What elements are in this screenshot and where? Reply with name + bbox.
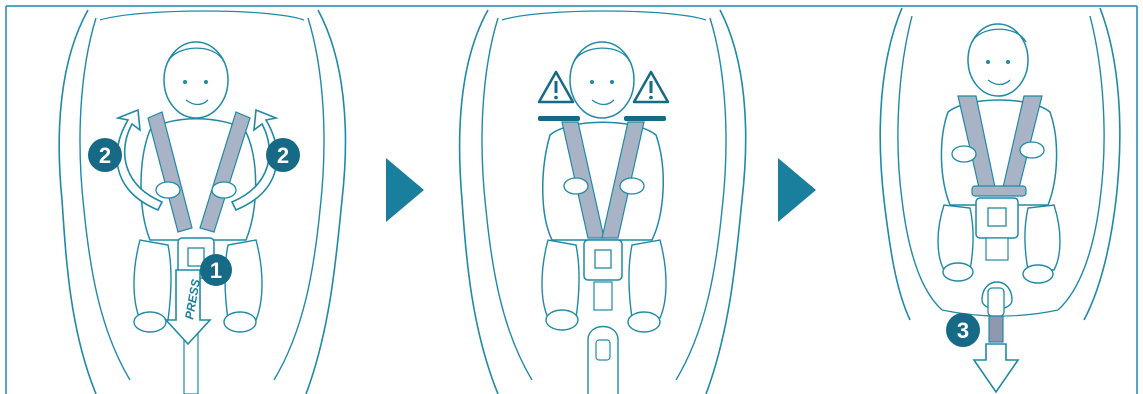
step-badge-2-right: 2 xyxy=(266,138,300,172)
next-arrow-2 xyxy=(778,158,816,222)
child-head xyxy=(164,42,228,118)
step-badge-2-left: 2 xyxy=(88,138,122,172)
next-arrow-1 xyxy=(386,158,424,222)
child-body xyxy=(543,122,664,240)
svg-text:1: 1 xyxy=(210,258,222,283)
pull-arrow xyxy=(974,344,1018,392)
svg-text:2: 2 xyxy=(277,143,289,168)
svg-text:3: 3 xyxy=(957,318,969,343)
child-head xyxy=(570,42,634,118)
pull-strap xyxy=(989,316,1003,342)
panel-2 xyxy=(460,10,746,394)
panel-3: 3 xyxy=(880,8,1120,392)
svg-text:2: 2 xyxy=(99,143,111,168)
step-badge-1: 1 xyxy=(200,254,232,286)
step-badge-3: 3 xyxy=(946,313,980,347)
panel-1: PRESS 1 2 2 xyxy=(59,10,345,394)
